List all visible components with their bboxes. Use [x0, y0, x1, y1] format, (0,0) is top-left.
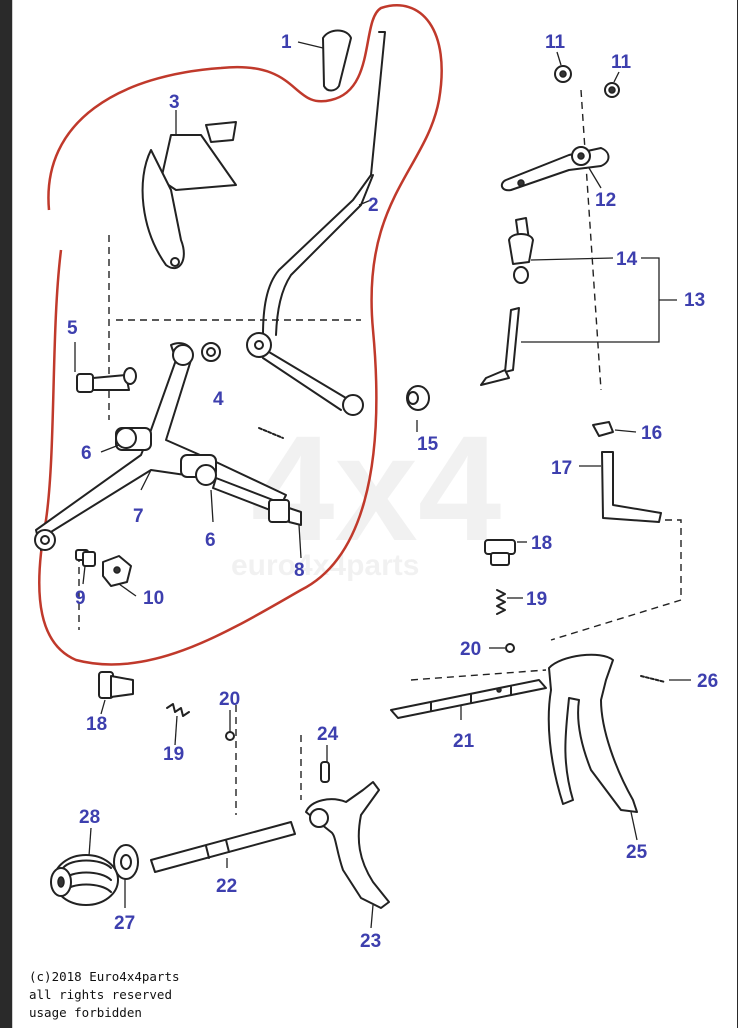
part-4-washer: [201, 342, 221, 362]
callout-3: 3: [169, 92, 180, 113]
callout-labels: 1 2 3 4 5 6 6 7 8 9 10 11 11 12 13 14 15…: [67, 32, 718, 952]
callout-23: 23: [360, 931, 381, 952]
part-12-arm: [500, 146, 610, 192]
part-21-selector-rod: [390, 679, 547, 719]
part-20-ball-lower: [225, 731, 235, 741]
callout-20-left: 20: [219, 689, 240, 710]
part-24-pin: [320, 761, 330, 783]
callout-4: 4: [213, 389, 224, 410]
callout-1: 1: [281, 32, 292, 53]
callout-16: 16: [641, 423, 662, 444]
callout-18-left: 18: [86, 714, 107, 735]
part-10-nut: [102, 555, 132, 587]
callout-24: 24: [317, 724, 339, 745]
copyright-line-3: usage forbidden: [29, 1005, 142, 1020]
callout-19-right: 19: [526, 589, 547, 610]
part-9-screw: [75, 549, 96, 567]
exploded-parts-diagram: 4x4 euro4x4parts: [34, 4, 718, 952]
diagram-sheet: 4x4 euro4x4parts: [12, 0, 737, 1028]
assembly-lines: [78, 89, 682, 815]
part-23-fork: [305, 781, 390, 909]
callout-17: 17: [551, 458, 572, 479]
callout-13: 13: [684, 290, 705, 311]
callout-11-right: 11: [611, 52, 632, 73]
watermark-text: euro4x4parts: [231, 549, 419, 582]
part-1-knob: [322, 29, 352, 92]
leader-lines: [74, 41, 691, 929]
part-8-pivot-pin: [212, 477, 302, 526]
highlight-outline: [38, 4, 443, 666]
callout-19-left: 19: [163, 744, 184, 765]
callout-6-lower: 6: [205, 530, 216, 551]
callout-25: 25: [626, 842, 648, 863]
callout-20-right: 20: [460, 639, 481, 660]
part-7-relay-lever: [34, 342, 287, 551]
part-26-roll-pin: [640, 675, 666, 683]
part-19-spring: [496, 589, 506, 615]
part-5-bolt: [76, 367, 137, 393]
copyright-line-1: (c)2018 Euro4x4parts: [29, 969, 180, 984]
callout-21: 21: [453, 731, 475, 752]
part-11-nuts: [554, 65, 620, 98]
part-14-bolt-assembly: [480, 217, 534, 386]
callout-15: 15: [417, 434, 439, 455]
copyright-notice: (c)2018 Euro4x4parts all rights reserved…: [29, 968, 180, 1022]
part-28-gear: [50, 854, 119, 906]
callout-27: 27: [114, 913, 135, 934]
part-18-plug-lower: [98, 671, 134, 699]
callout-28: 28: [79, 807, 100, 828]
callout-18-right: 18: [531, 533, 552, 554]
callout-22: 22: [216, 876, 237, 897]
callout-11-left: 11: [545, 32, 566, 53]
part-6-bushes: [115, 427, 217, 486]
part-20-ball: [505, 643, 515, 653]
part-16-pad: [592, 421, 614, 437]
callout-7: 7: [133, 506, 144, 527]
callout-14: 14: [616, 249, 638, 270]
part-19-spring-lower: [166, 703, 190, 717]
part-25-fork: [547, 653, 638, 813]
part-small-screw: [258, 427, 284, 439]
copyright-line-2: all rights reserved: [29, 987, 172, 1002]
callout-12: 12: [595, 190, 616, 211]
part-15-bush: [406, 385, 430, 411]
callout-5: 5: [67, 318, 78, 339]
callout-10: 10: [143, 588, 164, 609]
part-3-bracket: [141, 121, 237, 270]
part-2-gear-lever: [246, 31, 386, 416]
part-18-plug: [484, 539, 516, 566]
callout-9: 9: [75, 588, 86, 609]
part-27-washer: [113, 844, 139, 880]
part-17-selector: [601, 451, 662, 523]
callout-26: 26: [697, 671, 718, 692]
part-22-shaft: [150, 821, 296, 873]
callout-8: 8: [294, 560, 305, 581]
callout-6-upper: 6: [81, 443, 92, 464]
callout-2: 2: [368, 195, 379, 216]
